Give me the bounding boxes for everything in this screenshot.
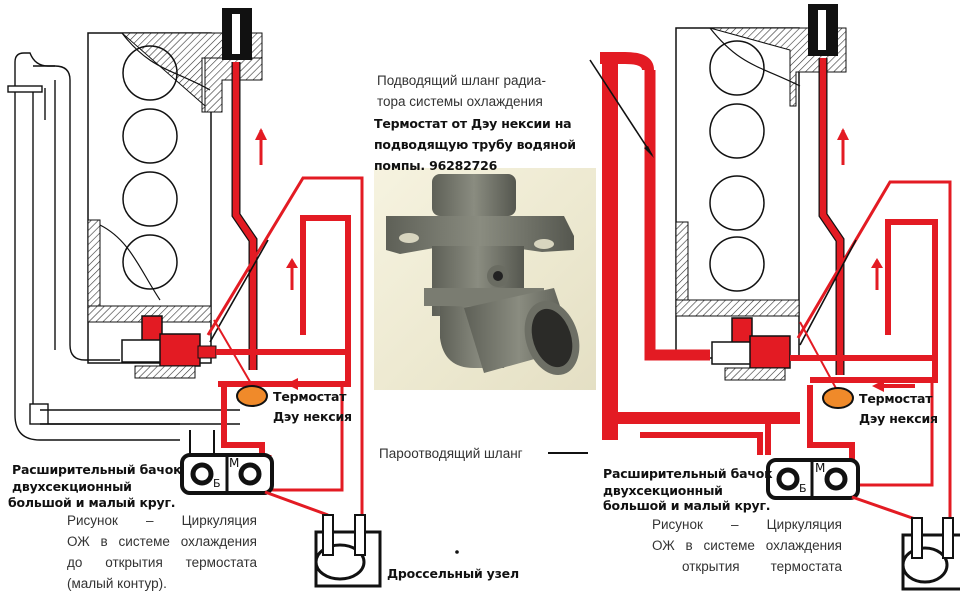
left-caption-line4: (малый контур). (67, 576, 167, 591)
thermostat-marker-left (236, 385, 268, 407)
engine-block-right (675, 27, 847, 359)
left-caption-line3: до открытия термостата (67, 555, 257, 570)
right-thermostat-label-2: Дэу нексия (859, 411, 938, 426)
right-tank-label-3: большой и малый круг. (603, 498, 771, 513)
right-caption-line2: ОЖ в системе охлаждения (652, 538, 842, 553)
expansion-tank-right (766, 458, 860, 500)
steam-hose-label: Пароотводящий шланг (379, 446, 523, 461)
throttle-body-left (314, 514, 382, 588)
water-pump-right (711, 317, 791, 381)
coolant-lines-right (790, 180, 952, 525)
left-tank-label-1: Расширительный бачок (12, 462, 182, 477)
right-caption-line1: Рисунок – Циркуляция (652, 517, 842, 532)
left-thermostat-label-1: Термостат (273, 389, 347, 404)
right-tank-label-1: Расширительный бачок (603, 466, 773, 481)
right-tank-label-2: двухсекционный (603, 483, 723, 498)
radiator-hose-left (7, 52, 240, 441)
throttle-body-label: Дроссельный узел (387, 566, 519, 581)
left-tank-big-letter: Б (213, 477, 221, 490)
left-tank-label-3: большой и малый круг. (8, 495, 176, 510)
radiator-hose-right (600, 52, 800, 455)
right-caption: Рисунок – Циркуляция ОЖ в системе охлажд… (652, 514, 842, 577)
right-tank-small-letter: М (815, 461, 826, 475)
left-tank-label-2: двухсекционный (12, 479, 132, 494)
left-tank-small-letter: М (229, 456, 240, 470)
left-caption-line1: Рисунок – Циркуляция (67, 513, 257, 528)
right-schematic (589, 4, 960, 591)
right-caption-line3: открытия термостата (682, 559, 842, 574)
radiator-hose-label-line1: Подводящий шланг радиа- (377, 73, 546, 88)
radiator-hose-label-line2: тора системы охлаждения (377, 94, 543, 109)
part-label-line3: помпы. 96282726 (374, 158, 498, 173)
thermostat-photo (374, 168, 596, 390)
part-label-line1: Термостат от Дэу нексии на (374, 116, 572, 131)
left-schematic (7, 8, 382, 588)
throttle-body-right (901, 517, 960, 591)
right-tank-big-letter: Б (799, 482, 807, 495)
thermostat-marker-right (822, 387, 854, 409)
left-thermostat-label-2: Дэу нексия (273, 409, 352, 424)
right-thermostat-label-1: Термостат (859, 391, 933, 406)
water-pump (121, 315, 217, 379)
part-label-line2: подводящую трубу водяной (374, 137, 576, 152)
left-caption-line2: ОЖ в системе охлаждения (67, 534, 257, 549)
left-caption: Рисунок – Циркуляция ОЖ в системе охлажд… (67, 510, 257, 594)
thermostat-housing-image (386, 174, 580, 376)
expansion-tank-left (180, 430, 274, 495)
